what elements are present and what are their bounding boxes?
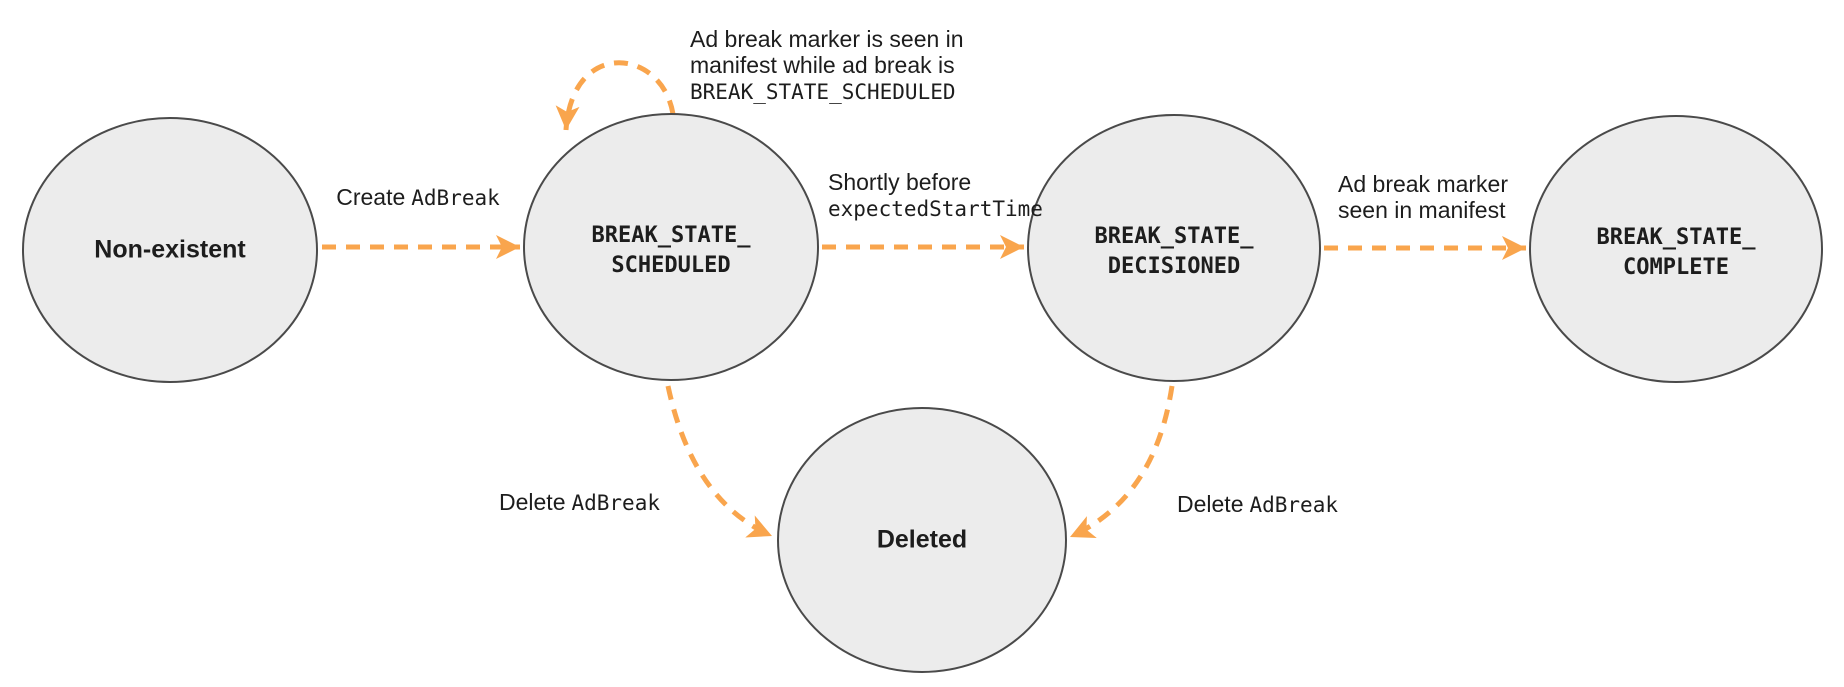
state-label-complete-line2: COMPLETE — [1623, 255, 1729, 280]
state-label-deleted: Deleted — [876, 525, 968, 554]
edge-label-delete-left-text: Delete — [499, 489, 566, 515]
state-label-non-existent: Non-existent — [94, 235, 246, 264]
state-label-scheduled-line1: BREAK_STATE_ — [591, 223, 751, 248]
edge-label-delete-right-text: Delete — [1177, 491, 1244, 517]
state-label-scheduled: BREAK_STATE_ SCHEDULED — [592, 221, 751, 281]
edge-label-shortly-before-text: Shortly before — [828, 169, 972, 195]
state-circle-decisioned — [1027, 114, 1321, 382]
edge-label-marker-seen: Ad break marker seen in manifest — [1338, 171, 1508, 223]
edge-decisioned-to-deleted — [1068, 385, 1175, 540]
state-label-complete: BREAK_STATE_ COMPLETE — [1597, 223, 1756, 283]
edge-label-create-text: Create — [336, 184, 406, 210]
edge-label-marker-seen-line1: Ad break marker — [1338, 171, 1509, 197]
state-label-scheduled-line2: SCHEDULED — [611, 253, 731, 278]
edge-label-marker-seen-line2: seen in manifest — [1338, 197, 1506, 223]
state-label-decisioned-line1: BREAK_STATE_ — [1094, 224, 1254, 249]
state-label-decisioned: BREAK_STATE_ DECISIONED — [1095, 222, 1254, 282]
state-circle-non-existent — [22, 117, 318, 383]
edge-label-shortly-before-code: expectedStartTime — [828, 197, 1043, 221]
state-label-decisioned-line2: DECISIONED — [1107, 254, 1241, 279]
edge-scheduled-to-deleted — [665, 385, 773, 539]
edge-label-self-loop-line2: manifest while ad break is — [690, 52, 955, 78]
state-label-complete-line1: BREAK_STATE_ — [1596, 225, 1756, 250]
state-circle-complete — [1529, 115, 1823, 383]
edge-label-delete-right-code: AdBreak — [1249, 493, 1338, 517]
edge-label-self-loop-line1: Ad break marker is seen in — [690, 26, 964, 52]
state-circle-scheduled — [523, 113, 819, 381]
edge-label-delete-left-code: AdBreak — [571, 491, 660, 515]
edge-label-create-code: AdBreak — [411, 186, 500, 210]
edge-label-self-loop: Ad break marker is seen in manifest whil… — [690, 26, 964, 105]
edge-scheduled-self-loop — [555, 60, 676, 131]
state-circle-deleted — [777, 407, 1067, 673]
edge-label-self-loop-code: BREAK_STATE_SCHEDULED — [690, 80, 956, 104]
edge-label-shortly-before: Shortly before expectedStartTime — [828, 169, 1043, 222]
